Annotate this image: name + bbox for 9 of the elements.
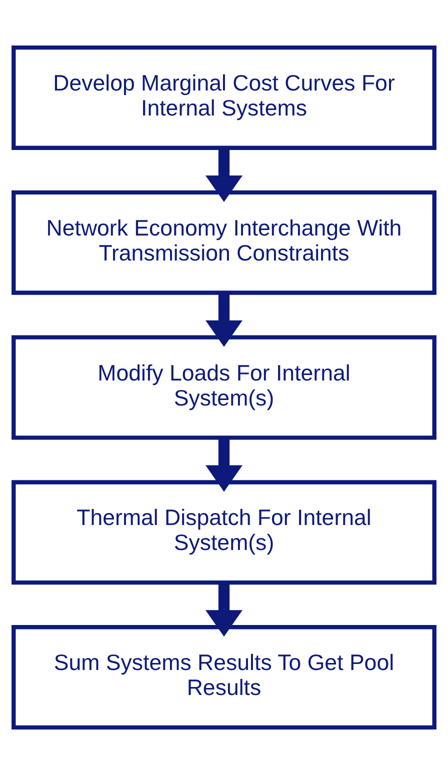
node-box: Thermal Dispatch For Internal System(s) <box>12 480 436 584</box>
arrow <box>206 582 242 636</box>
node-box: Modify Loads For Internal System(s) <box>12 334 436 440</box>
node-box: Network Economy Interchange With Transmission Constraints <box>12 190 436 294</box>
node-box: Develop Marginal Cost Curves For Internal Systems <box>12 44 436 150</box>
arrow <box>206 148 242 202</box>
arrow <box>206 437 242 492</box>
node-box: Sum Systems Results To Get Pool Results <box>12 624 436 730</box>
arrow <box>206 292 242 346</box>
